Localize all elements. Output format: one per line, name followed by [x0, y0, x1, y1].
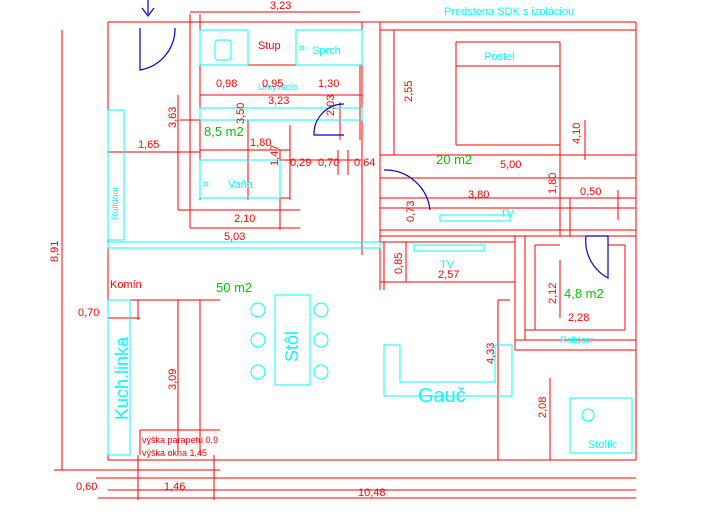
dim-323a: 3,23 [270, 0, 291, 12]
rolldoor-label-1: Rolldoor [110, 186, 120, 220]
dim-212: 2,12 [547, 283, 559, 304]
room-postel: Postel [484, 51, 515, 63]
dim-180b: 1,80 [547, 173, 559, 194]
dim-050: 0,50 [580, 186, 601, 198]
dim-323b: 3,23 [268, 95, 289, 107]
room-stolik: Stolík [588, 439, 616, 451]
fixtures [107, 29, 633, 456]
room-kuch-linka: Kuch.linka [112, 336, 132, 420]
dimensions: 3,23 0,98 0,95 1,30 3,23 3,63 3,50 2,03 … [49, 0, 601, 499]
dim-073: 0,73 [405, 201, 417, 222]
dim-070a: 0,70 [318, 157, 339, 169]
dim-210: 2,10 [234, 213, 255, 225]
doors [139, 0, 609, 279]
dim-029: 0,29 [290, 157, 311, 169]
room-komin: Komín [110, 279, 142, 291]
dim-203: 2,03 [325, 95, 337, 116]
note-okno: výška okna 1,45 [142, 448, 207, 458]
dim-147: 1,47 [269, 145, 281, 166]
dim-095: 0,95 [262, 78, 283, 90]
room-umyvadlo: Umývadlo [258, 82, 298, 92]
dim-363: 3,63 [167, 107, 179, 128]
note-parapet: výška parapetu 0,9 [142, 435, 218, 445]
dim-146: 1,46 [164, 481, 185, 493]
dim-085: 0,85 [393, 253, 405, 274]
dim-255: 2,55 [403, 81, 415, 102]
dim-350: 3,50 [235, 103, 247, 124]
dim-060: 0,60 [76, 481, 97, 493]
dim-208: 2,08 [537, 397, 549, 418]
dim-891: 8,91 [49, 241, 61, 262]
dim-130: 1,30 [318, 78, 339, 90]
dim-410: 4,10 [571, 123, 583, 144]
dim-309: 3,09 [167, 369, 179, 390]
room-stup: Stup [258, 40, 281, 52]
walls [54, 11, 637, 500]
area-small: 4,8 m2 [564, 286, 604, 301]
dim-503: 5,03 [224, 231, 245, 243]
dim-180a: 1,80 [250, 137, 271, 149]
dim-165: 1,65 [138, 139, 159, 151]
room-sprch: Sprch [312, 45, 341, 57]
dim-433: 4,33 [485, 343, 497, 364]
tv-label-1: TV [500, 208, 515, 220]
dim-380: 3,80 [468, 189, 489, 201]
area-bath: 8,5 m2 [204, 124, 244, 139]
area-bedroom: 20 m2 [436, 152, 472, 167]
dim-070b: 0,70 [78, 307, 99, 319]
area-living: 50 m2 [216, 280, 252, 295]
dim-500: 5,00 [500, 159, 521, 171]
tv-label-2: TV [440, 259, 455, 271]
dim-064: 0,64 [354, 157, 375, 169]
room-stol: Stôl [282, 331, 302, 362]
dim-1048: 10,48 [358, 487, 386, 499]
dim-098: 0,98 [216, 78, 237, 90]
dim-257: 2,57 [438, 269, 459, 281]
title-label: Predstena SDK s izoláciou [444, 6, 574, 18]
dim-228: 2,28 [568, 312, 589, 324]
room-gauc: Gauč [418, 385, 466, 407]
rolldoor-label-2: Rolldoor [560, 335, 594, 345]
room-vana: Vaňa [228, 179, 254, 191]
